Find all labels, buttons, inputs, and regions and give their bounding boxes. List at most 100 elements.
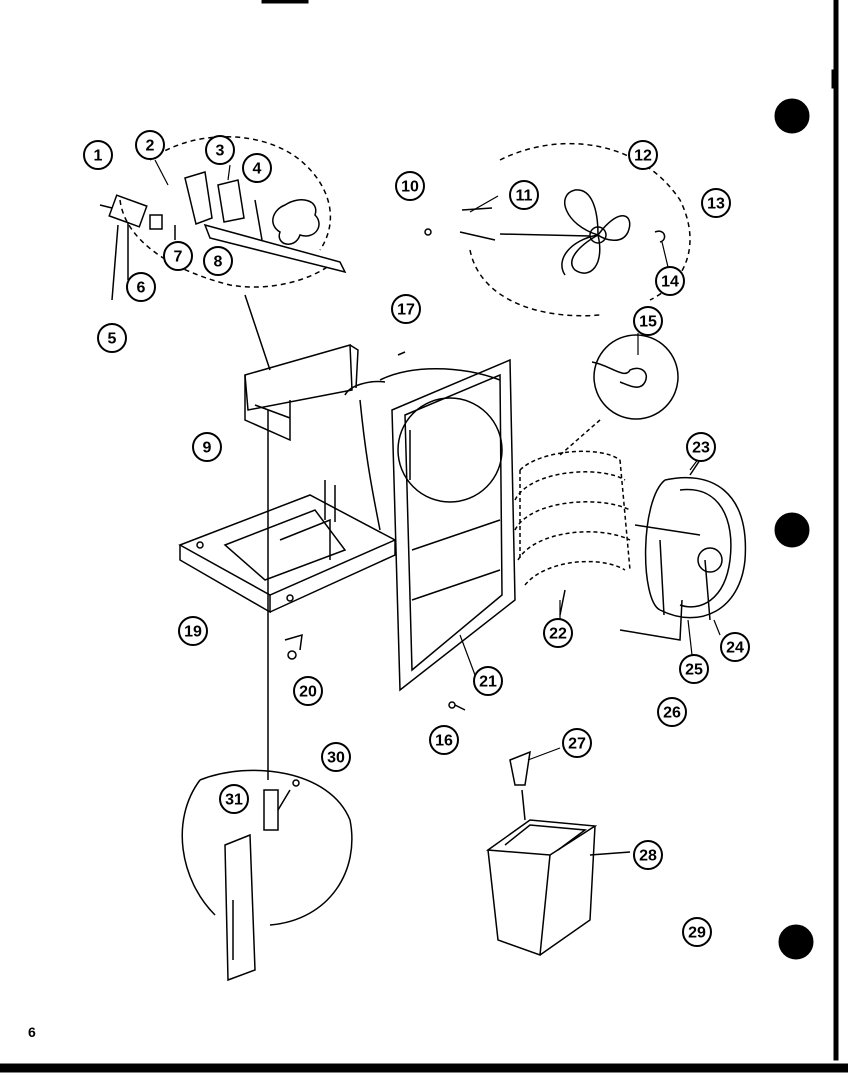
callout-circle bbox=[391, 294, 421, 324]
callout-circle bbox=[205, 135, 235, 165]
callout-number: 6 bbox=[137, 280, 146, 297]
callout-7: 7 bbox=[163, 241, 193, 271]
callout-10: 10 bbox=[395, 171, 425, 201]
callout-number: 5 bbox=[108, 331, 117, 348]
leader-lines bbox=[154, 159, 721, 761]
callout-9: 9 bbox=[192, 432, 222, 462]
callout-number: 13 bbox=[707, 196, 725, 213]
condenser-coil bbox=[514, 450, 631, 616]
callout-15: 15 bbox=[633, 306, 663, 336]
callout-14: 14 bbox=[655, 266, 685, 296]
callout-number: 2 bbox=[146, 138, 155, 155]
callout-circle bbox=[628, 140, 658, 170]
callout-circle bbox=[562, 728, 592, 758]
callout-number: 23 bbox=[692, 440, 710, 457]
callout-number: 24 bbox=[726, 640, 744, 657]
callout-circle bbox=[509, 180, 539, 210]
callout-number: 8 bbox=[214, 254, 223, 271]
callout-circle bbox=[242, 153, 272, 183]
callout-1: 1 bbox=[83, 140, 113, 170]
callout-26: 26 bbox=[657, 697, 687, 727]
water-bucket bbox=[485, 750, 631, 957]
callout-number: 30 bbox=[327, 750, 345, 767]
callout-number: 12 bbox=[634, 148, 652, 165]
callout-12: 12 bbox=[628, 140, 658, 170]
callout-number: 26 bbox=[663, 705, 681, 722]
callout-28: 28 bbox=[633, 840, 663, 870]
blower-shroud bbox=[619, 459, 747, 641]
callout-circle bbox=[135, 130, 165, 160]
callout-number: 31 bbox=[225, 792, 243, 809]
callout-circle bbox=[686, 432, 716, 462]
callout-number: 28 bbox=[639, 848, 657, 865]
callout-21: 21 bbox=[473, 666, 503, 696]
orifice-panel bbox=[344, 358, 516, 692]
callout-number: 17 bbox=[397, 302, 415, 319]
callout-circle bbox=[126, 272, 156, 302]
callout-30: 30 bbox=[321, 742, 351, 772]
callout-17: 17 bbox=[391, 294, 421, 324]
fan-bracket bbox=[244, 294, 359, 442]
callout-number: 25 bbox=[685, 662, 703, 679]
callout-circle bbox=[83, 140, 113, 170]
base-pan bbox=[178, 480, 397, 614]
callout-number: 19 bbox=[184, 624, 202, 641]
small-parts bbox=[284, 351, 466, 711]
callout-number: 15 bbox=[639, 314, 657, 331]
callout-number: 16 bbox=[435, 733, 453, 750]
callout-6: 6 bbox=[126, 272, 156, 302]
callout-circle bbox=[679, 654, 709, 684]
callout-circle bbox=[720, 632, 750, 662]
callout-circle bbox=[682, 917, 712, 947]
callout-number: 14 bbox=[661, 274, 679, 291]
callout-circle bbox=[203, 246, 233, 276]
fan-blade-detail bbox=[424, 142, 691, 317]
callout-4: 4 bbox=[242, 153, 272, 183]
tube-detail bbox=[559, 334, 679, 456]
callout-circle bbox=[633, 306, 663, 336]
callout-number: 11 bbox=[516, 188, 533, 205]
page-number: 6 bbox=[28, 1024, 36, 1040]
callout-number: 9 bbox=[203, 440, 212, 457]
callout-circle bbox=[192, 432, 222, 462]
callout-number: 10 bbox=[401, 179, 419, 196]
callout-circle bbox=[655, 266, 685, 296]
callout-number: 7 bbox=[174, 249, 183, 266]
callout-circle bbox=[657, 697, 687, 727]
callout-circle bbox=[395, 171, 425, 201]
mounting-bracket-detail bbox=[181, 410, 353, 982]
callout-circle bbox=[293, 676, 323, 706]
callout-circle bbox=[429, 725, 459, 755]
callout-22: 22 bbox=[543, 618, 573, 648]
callout-circle bbox=[321, 742, 351, 772]
callout-circle bbox=[97, 323, 127, 353]
callout-11: 11 bbox=[509, 180, 539, 210]
callout-16: 16 bbox=[429, 725, 459, 755]
callout-27: 27 bbox=[562, 728, 592, 758]
callout-3: 3 bbox=[205, 135, 235, 165]
callout-number: 20 bbox=[299, 684, 317, 701]
callout-circle bbox=[178, 616, 208, 646]
callout-8: 8 bbox=[203, 246, 233, 276]
callout-circle bbox=[163, 241, 193, 271]
control-parts-detail bbox=[99, 136, 347, 301]
callout-24: 24 bbox=[720, 632, 750, 662]
callout-number: 21 bbox=[479, 674, 497, 691]
callout-number: 27 bbox=[568, 736, 586, 753]
callout-2: 2 bbox=[135, 130, 165, 160]
callout-circle bbox=[219, 784, 249, 814]
callout-25: 25 bbox=[679, 654, 709, 684]
callout-circle bbox=[701, 188, 731, 218]
callout-number: 29 bbox=[688, 925, 706, 942]
callout-circle bbox=[543, 618, 573, 648]
callout-13: 13 bbox=[701, 188, 731, 218]
callout-19: 19 bbox=[178, 616, 208, 646]
callout-circle bbox=[633, 840, 663, 870]
callout-number: 3 bbox=[216, 143, 225, 160]
callout-20: 20 bbox=[293, 676, 323, 706]
callout-number: 1 bbox=[94, 148, 103, 165]
callout-5: 5 bbox=[97, 323, 127, 353]
